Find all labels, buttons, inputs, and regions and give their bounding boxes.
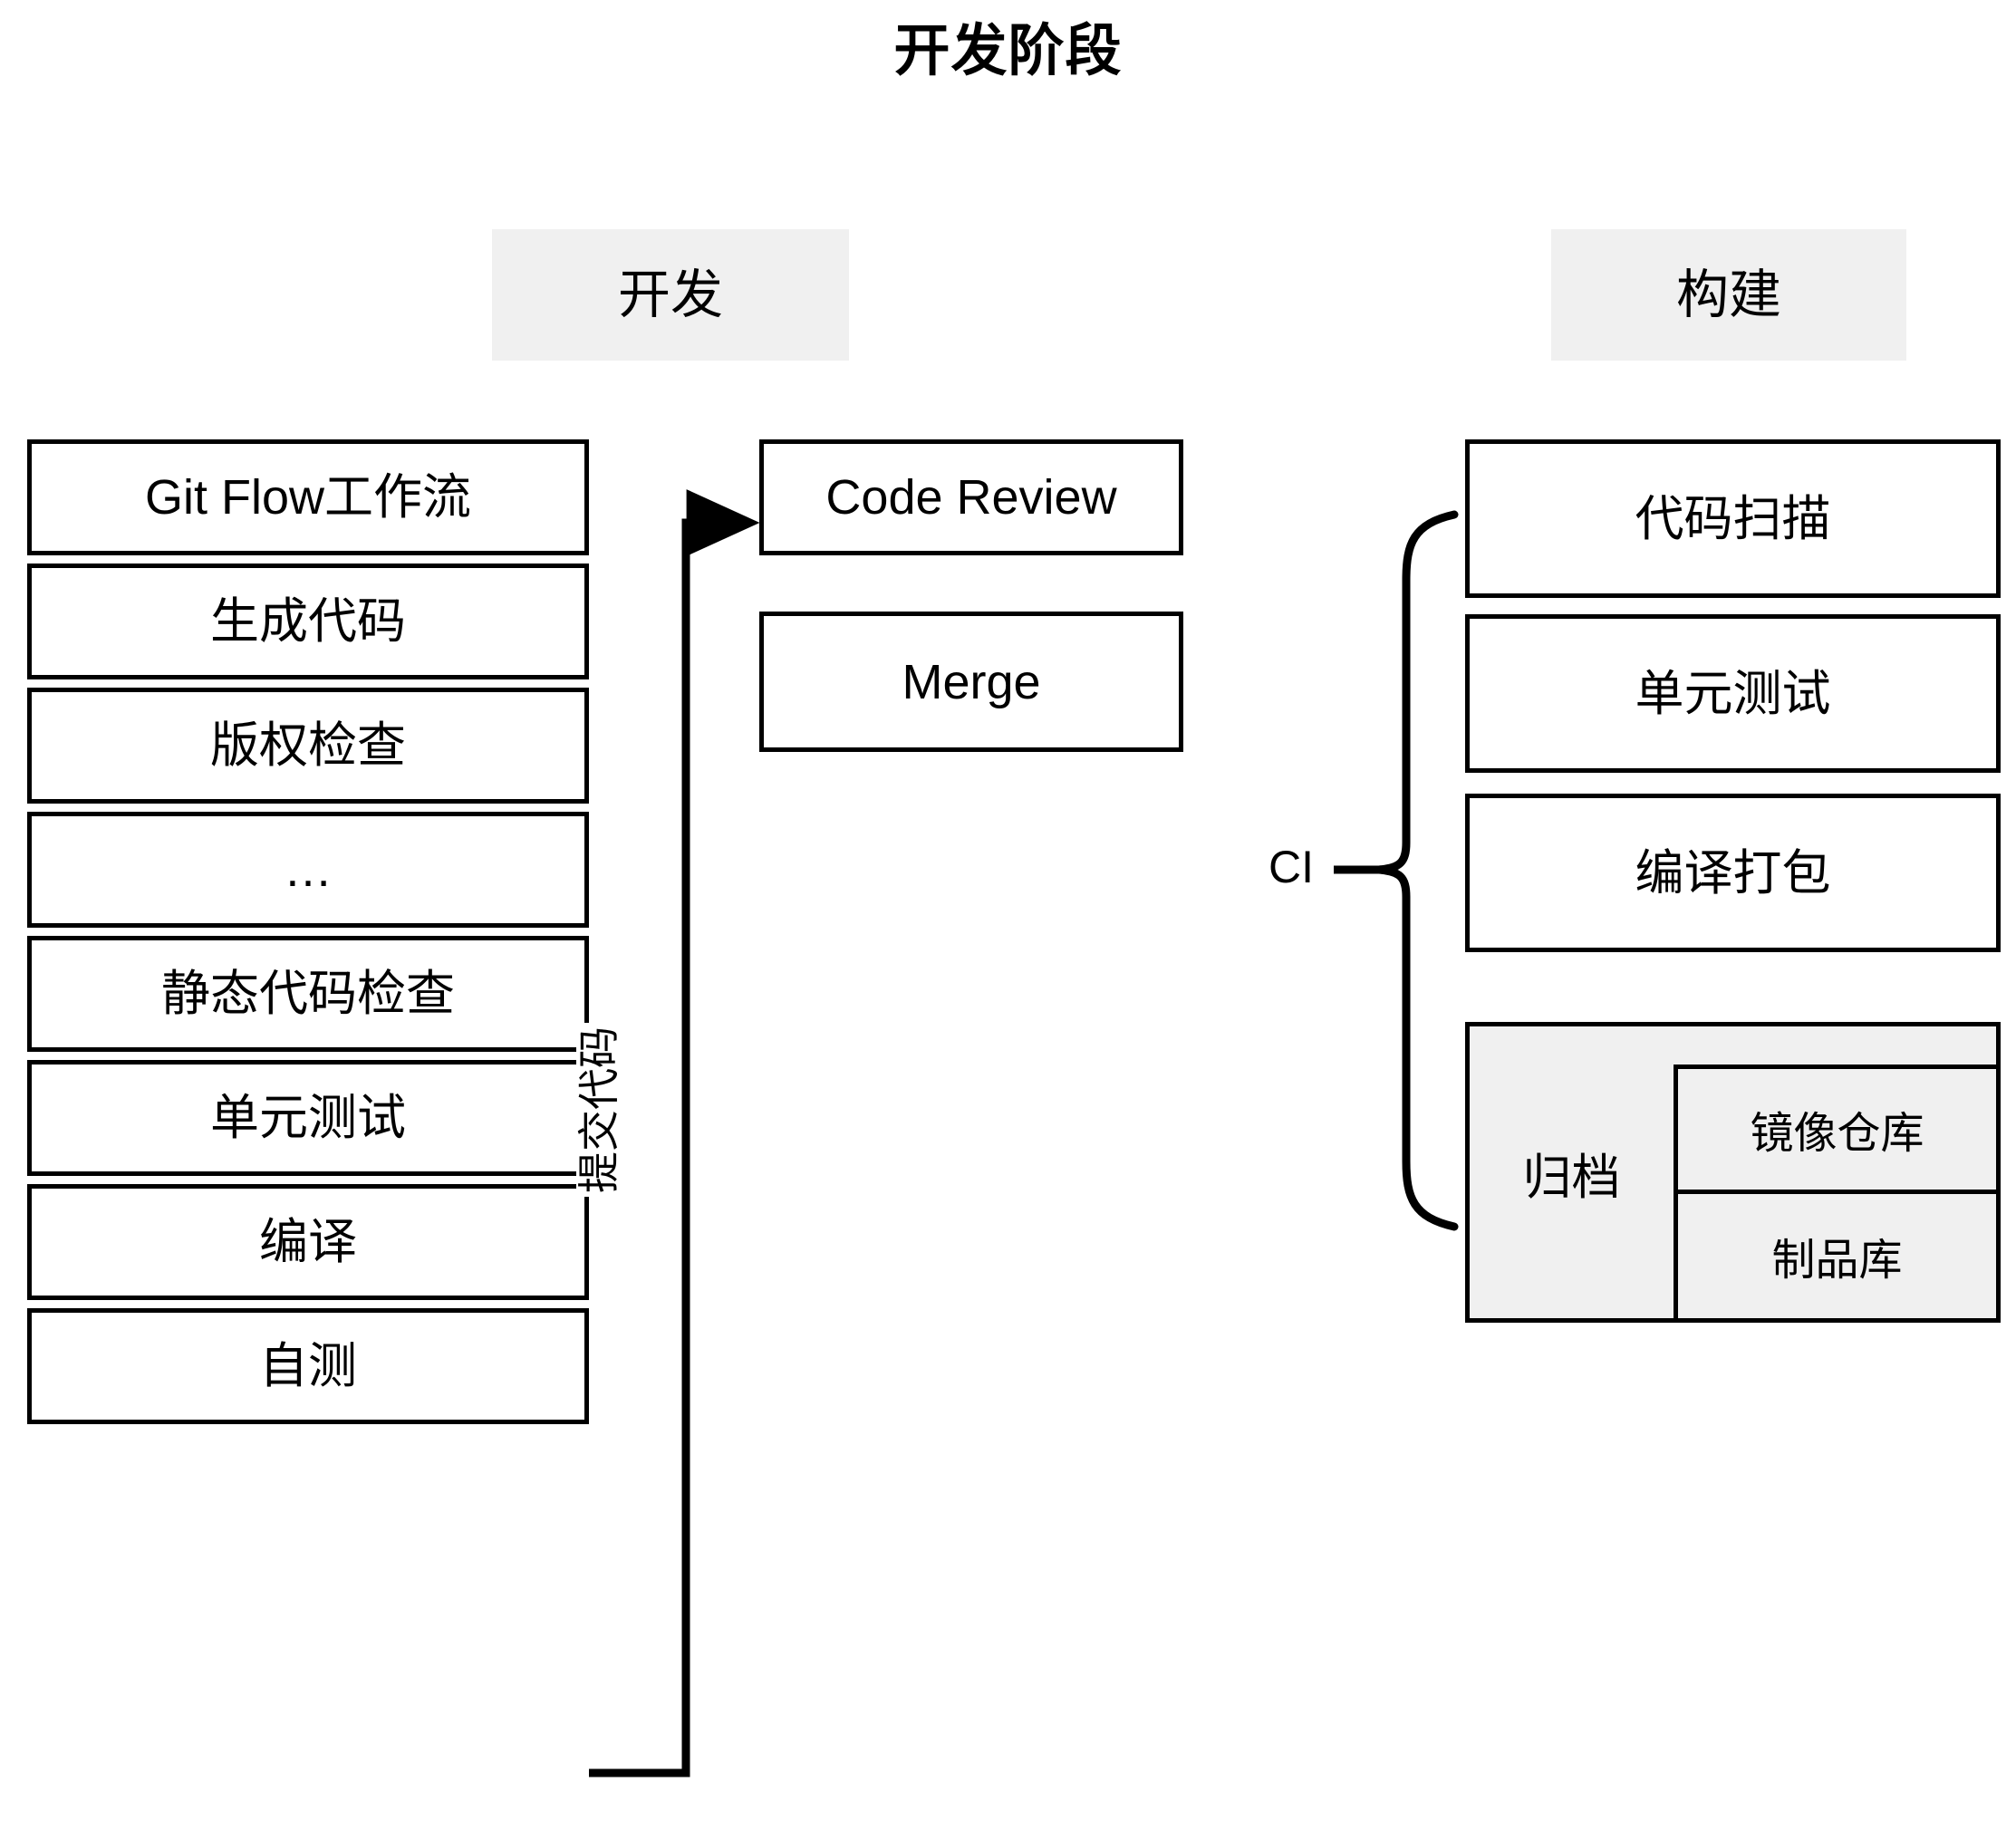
dev-step-copyright-check[interactable]: 版权检查 bbox=[27, 688, 589, 804]
ci-curly-brace bbox=[1375, 510, 1459, 1231]
archive-sub-image-repo-label: 镜像仓库 bbox=[1750, 1110, 1924, 1159]
lane-header-build-label: 构建 bbox=[1675, 265, 1781, 324]
dev-step-static-code-check-label: 静态代码检查 bbox=[161, 967, 455, 1021]
dev-step-git-flow-label: Git Flow工作流 bbox=[144, 470, 472, 525]
archive-sub-artifact-repo-label: 制品库 bbox=[1771, 1237, 1903, 1286]
build-step-archive-label-cell: 归档 bbox=[1470, 1026, 1674, 1318]
dev-step-ellipsis[interactable]: … bbox=[27, 812, 589, 928]
archive-sub-image-repo[interactable]: 镜像仓库 bbox=[1674, 1065, 2001, 1194]
dev-step-ellipsis-label: … bbox=[284, 843, 333, 897]
build-step-unit-test[interactable]: 单元测试 bbox=[1465, 614, 2001, 773]
archive-sub-stack: 镜像仓库 制品库 bbox=[1674, 1065, 2001, 1323]
lane-header-build: 构建 bbox=[1551, 229, 1906, 361]
lane-header-dev-label: 开发 bbox=[617, 265, 723, 324]
archive-sub-artifact-repo[interactable]: 制品库 bbox=[1674, 1193, 2001, 1323]
dev-step-git-flow[interactable]: Git Flow工作流 bbox=[27, 439, 589, 555]
edge-label-commit-code: 提交代码 bbox=[575, 1023, 622, 1197]
build-step-code-scan-label: 代码扫描 bbox=[1635, 491, 1831, 546]
ci-brace-label: CI bbox=[1268, 842, 1314, 892]
dev-step-generate-code-label: 生成代码 bbox=[210, 594, 406, 649]
dev-step-unit-test[interactable]: 单元测试 bbox=[27, 1060, 589, 1176]
review-step-code-review-label: Code Review bbox=[825, 470, 1117, 525]
build-step-archive-group[interactable]: 归档 镜像仓库 制品库 bbox=[1465, 1022, 2001, 1323]
dev-step-unit-test-label: 单元测试 bbox=[210, 1091, 406, 1145]
dev-step-generate-code[interactable]: 生成代码 bbox=[27, 564, 589, 679]
dev-step-self-test-label: 自测 bbox=[259, 1339, 357, 1393]
build-step-archive-label: 归档 bbox=[1522, 1150, 1621, 1205]
dev-step-compile[interactable]: 编译 bbox=[27, 1184, 589, 1300]
dev-step-copyright-check-label: 版权检查 bbox=[210, 718, 406, 773]
review-step-merge[interactable]: Merge bbox=[759, 612, 1183, 752]
build-step-code-scan[interactable]: 代码扫描 bbox=[1465, 439, 2001, 598]
build-step-unit-test-label: 单元测试 bbox=[1635, 666, 1831, 721]
build-step-compile-package[interactable]: 编译打包 bbox=[1465, 794, 2001, 952]
review-step-code-review[interactable]: Code Review bbox=[759, 439, 1183, 555]
dev-step-compile-label: 编译 bbox=[259, 1215, 357, 1269]
review-step-merge-label: Merge bbox=[902, 654, 1041, 709]
lane-header-dev: 开发 bbox=[492, 229, 849, 361]
page-title: 开发阶段 bbox=[893, 20, 1123, 82]
dev-step-static-code-check[interactable]: 静态代码检查 bbox=[27, 936, 589, 1052]
build-step-compile-package-label: 编译打包 bbox=[1635, 845, 1831, 901]
dev-step-self-test[interactable]: 自测 bbox=[27, 1308, 589, 1424]
